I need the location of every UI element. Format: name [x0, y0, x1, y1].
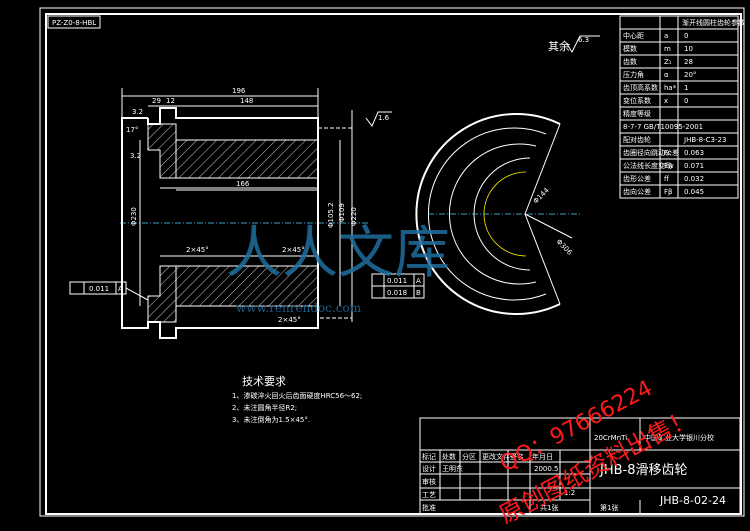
school: 中国矿业大学银川分校	[644, 433, 714, 442]
params-row-value: 20°	[684, 71, 696, 79]
dim-166: 166	[236, 180, 250, 188]
tb-label-3: 更改文件号	[482, 452, 517, 461]
part-name: JHB-8滑移齿轮	[599, 463, 688, 478]
roughness-note: 其余	[548, 39, 570, 53]
params-row-symbol: ff	[664, 175, 669, 183]
tol-1-value: 0.011	[89, 285, 109, 293]
note-3: 3、未注倒角为1.5×45°.	[232, 415, 310, 424]
params-row-label: 公法线长度变动	[623, 161, 672, 170]
tol-3-ref: B	[416, 289, 421, 297]
roughness-value: 6.3	[578, 36, 589, 44]
chamfer-2: 2×45°	[282, 246, 305, 254]
params-row-symbol: m	[664, 45, 671, 53]
tb-label-5: 年月日	[532, 452, 553, 461]
watermark-url: www.renrendoc.com	[236, 301, 362, 315]
tb-row-0: 设计	[422, 464, 436, 473]
corner-code-box	[47, 15, 101, 29]
tb-row-1: 审核	[422, 477, 436, 486]
params-row-label: 齿向公差	[623, 187, 651, 196]
params-row-value: 0.071	[684, 162, 704, 170]
dim-3-2a: 3.2	[132, 108, 143, 116]
params-row-value: 1	[684, 84, 688, 92]
params-row-symbol: Fβ	[664, 188, 673, 196]
params-row-label: 齿顶高系数	[623, 83, 658, 92]
params-row-value: 0	[684, 32, 688, 40]
params-row-label: 变位系数	[623, 96, 651, 105]
dim-17deg: 17°	[126, 126, 138, 134]
bore-dim-1: Φ105.2	[327, 202, 335, 228]
dim-29: 29	[152, 97, 161, 105]
params-row-label: 模数	[623, 44, 637, 53]
roughness-symbol-icon	[566, 35, 600, 54]
end-view	[415, 113, 580, 315]
scale: 1:2	[564, 489, 575, 497]
params-row-value: 0	[684, 97, 688, 105]
params-row-label: 齿形公差	[623, 174, 651, 183]
tol-2-value: 0.011	[387, 277, 407, 285]
chamfer-3: 2×45°	[278, 316, 301, 324]
designer: 王明东	[442, 464, 463, 473]
tol-3-value: 0.018	[387, 289, 407, 297]
dim-3-2b: 3.2	[130, 152, 141, 160]
note-2: 2、未注圆角半径R2;	[232, 403, 297, 412]
tolerance-frame-left	[69, 281, 149, 301]
tb-label-1: 处数	[442, 452, 456, 461]
material: 20CrMnTi	[594, 434, 627, 442]
bore-dim-2: Φ109	[338, 203, 346, 222]
dim-230: Φ230	[130, 207, 138, 226]
sheet-no: 第1张	[600, 503, 618, 512]
params-row-symbol: α	[664, 71, 669, 79]
params-row-label: 配对齿轮	[623, 135, 651, 144]
tol-2-ref: A	[416, 277, 421, 285]
weight: 2000.5	[534, 465, 559, 473]
tolerance-frame-right	[371, 273, 425, 299]
params-row-value: 0.032	[684, 175, 704, 183]
corner-code: PZ-Z0-8-HBL	[52, 19, 96, 27]
tol-1-ref: A	[118, 285, 123, 293]
params-row-label: 压力角	[623, 70, 644, 79]
view-dim-2: Φ306	[555, 238, 574, 257]
params-row-symbol: a	[664, 32, 668, 40]
inner-border	[45, 13, 742, 515]
tb-label-0: 标记	[422, 452, 436, 461]
tb-row-4: 批准	[422, 503, 436, 512]
params-row-symbol: Z₁	[664, 58, 672, 66]
params-row-symbol: ha*	[664, 84, 677, 92]
dim-196: 196	[232, 87, 246, 95]
bore-dim-3: Φ220	[350, 207, 358, 226]
params-row-value: 28	[684, 58, 693, 66]
params-row-value: 0.063	[684, 149, 704, 157]
params-row-value: JHB-8-C3-23	[683, 136, 726, 144]
title-block	[419, 417, 741, 515]
tb-label-2: 分区	[462, 452, 476, 461]
dim-1-6: 1.6	[378, 114, 390, 122]
dim-12: 12	[166, 97, 175, 105]
params-row-symbol: Fr	[664, 149, 671, 157]
note-1: 1、渗碳淬火回火后齿面硬度HRC56～62;	[232, 391, 362, 400]
params-row-label: 精度等级	[623, 109, 651, 118]
notes-title: 技术要求	[242, 375, 286, 388]
drawing-no: JHB-8-02-24	[659, 494, 726, 507]
params-row-value: 0.045	[684, 188, 704, 196]
params-row-label: 中心距	[623, 31, 644, 40]
roughness-mark-icon	[365, 111, 392, 127]
params-header: 渐开线圆柱齿轮参数	[682, 18, 745, 27]
params-row-label: 齿圈径向跳动公差	[623, 148, 679, 157]
sheet-total: 共1张	[540, 503, 558, 512]
params-row-symbol: Fw	[664, 162, 674, 170]
section-view	[120, 107, 370, 339]
params-row-label: 8-7-7 GB/T10095-2001	[623, 123, 703, 131]
chamfer-1: 2×45°	[186, 246, 209, 254]
watermark-site: 人人文库	[226, 221, 450, 286]
params-row-symbol: x	[664, 97, 668, 105]
outer-border	[39, 7, 745, 517]
tb-row-2: 工艺	[422, 491, 436, 499]
dimension-lines	[121, 88, 319, 306]
params-row-label: 齿数	[623, 57, 637, 66]
tb-label-4: 签名	[510, 452, 524, 461]
dim-148: 148	[240, 97, 253, 105]
params-row-value: 10	[684, 45, 693, 53]
